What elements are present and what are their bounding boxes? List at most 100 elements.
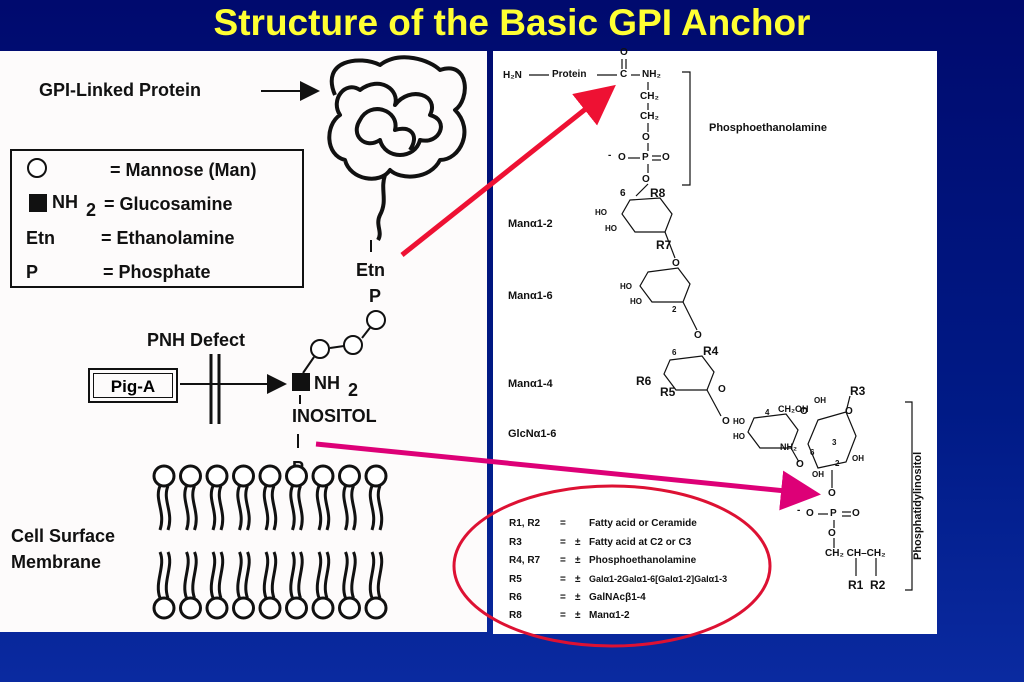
linkage-man-a1-6: Manα1-6 xyxy=(508,290,553,302)
lipid-tail xyxy=(183,485,190,531)
chem-ch2-b: CH₂ xyxy=(640,111,659,122)
ring4-o-link: O xyxy=(722,416,730,427)
r-legend-desc-2: Fatty acid at C2 or C3 xyxy=(589,537,692,548)
lipid-tail xyxy=(209,551,217,599)
chem-o-4: O xyxy=(642,174,650,185)
lipid-head xyxy=(338,596,361,620)
r-group-legend-ellipse xyxy=(452,484,772,648)
r-legend-pm-4: ± xyxy=(575,574,581,585)
gpi-linked-protein-label: GPI-Linked Protein xyxy=(39,80,202,100)
linkage-man-a1-2: Manα1-2 xyxy=(508,218,553,230)
pi-p: P xyxy=(830,508,837,519)
lipid-tail xyxy=(156,551,164,599)
chem-carbonyl-c: C xyxy=(620,69,628,80)
lipid-tail xyxy=(236,485,243,531)
r-legend-desc-3: Phosphoethanolamine xyxy=(589,555,697,566)
lipid-tail xyxy=(289,551,296,599)
lipid-tail xyxy=(315,551,323,599)
r-legend-desc-6: Manα1-2 xyxy=(589,610,630,621)
lipid-tail xyxy=(262,485,270,531)
left-schematic-panel xyxy=(0,51,487,632)
r-legend-eq-2: = xyxy=(560,537,566,548)
linkage-glcn-a1-6: GlcNα1-6 xyxy=(508,428,557,440)
glycerol-r2: R2 xyxy=(870,578,886,592)
r-legend-desc-4: Galα1-2Galα1-6[Galα1-2]Galα1-3 xyxy=(589,574,728,584)
lipid-tail xyxy=(183,551,190,599)
lipid-head xyxy=(285,464,308,488)
etn-label: Etn xyxy=(356,260,385,280)
lipid-tail xyxy=(368,551,376,599)
ring4-num4: 4 xyxy=(765,408,770,417)
legend-nh-term: NH xyxy=(52,192,78,212)
r-legend-r3: R3 xyxy=(509,537,522,548)
ring1-num6: 6 xyxy=(620,188,626,199)
lipid-tail xyxy=(244,485,251,531)
ring4-ch2oh: CH₂OH xyxy=(778,404,809,414)
r-legend-r5: R5 xyxy=(509,574,522,585)
lipid-head xyxy=(364,464,388,488)
r-legend-desc-5: GalNAcβ1-4 xyxy=(589,592,646,603)
lipid-tail xyxy=(217,551,225,599)
inositol-r3: R3 xyxy=(850,384,866,398)
inositol-num3: 3 xyxy=(832,438,837,447)
lipid-head xyxy=(258,596,282,620)
lipid-tail xyxy=(262,551,270,599)
lipid-tail xyxy=(209,485,217,531)
r-legend-pm-5: ± xyxy=(575,592,581,603)
lipid-tail xyxy=(236,551,243,599)
r-legend-eq-4: = xyxy=(560,574,566,585)
lipid-tail xyxy=(323,485,331,531)
lipid-tail xyxy=(342,551,349,599)
ring1-o-link: O xyxy=(672,258,680,269)
chem-amide-nh2: NH₂ xyxy=(642,69,661,80)
ring3-r4: R4 xyxy=(703,344,719,358)
lipid-tail xyxy=(191,551,198,599)
legend-glucosamine-symbol xyxy=(29,194,47,212)
magenta-arrow-to-phosphatidylinositol xyxy=(315,441,821,511)
mannose-chain xyxy=(302,310,386,374)
ring3-r5: R5 xyxy=(660,385,676,399)
ring1-r8: R8 xyxy=(650,186,666,200)
lipid-head xyxy=(179,464,202,488)
r-legend-eq-1: = xyxy=(560,518,566,529)
lipid-tail xyxy=(270,485,278,531)
r-legend-r1r2: R1, R2 xyxy=(509,518,541,529)
lipid-head xyxy=(311,596,335,620)
lipid-head xyxy=(258,464,282,488)
lipid-head xyxy=(205,464,229,488)
chem-carbonyl-o: O xyxy=(620,47,628,58)
ring3-num6: 6 xyxy=(672,348,677,357)
inositol-o-top: O xyxy=(800,406,808,417)
pi-o-left: O xyxy=(806,508,814,519)
chem-o-3: O xyxy=(662,152,670,163)
pi-o-right: O xyxy=(852,508,860,519)
pig-a-label: Pig-A xyxy=(93,373,173,398)
protein-coil xyxy=(327,55,467,242)
lipid-tail xyxy=(376,551,384,599)
r-legend-pm-2: ± xyxy=(575,537,581,548)
lipid-bilayer xyxy=(152,464,388,620)
lipid-tail xyxy=(217,485,225,531)
lipid-head xyxy=(152,596,176,620)
lipid-tail xyxy=(270,551,278,599)
ring2-ho-a: HO xyxy=(620,282,632,291)
inositol-num6: 6 xyxy=(810,448,815,457)
r-legend-r8: R8 xyxy=(509,610,522,621)
lipid-tail xyxy=(342,485,349,531)
r-legend-r6: R6 xyxy=(509,592,522,603)
slide-title: Structure of the Basic GPI Anchor xyxy=(213,2,811,43)
legend-glucosamine: = Glucosamine xyxy=(104,194,233,214)
ring2-o-link: O xyxy=(694,330,702,341)
lipid-head xyxy=(205,596,229,620)
r-legend-r4r7: R4, R7 xyxy=(509,555,541,566)
lipid-head xyxy=(152,464,176,488)
ring1-ho-a: HO xyxy=(595,208,607,217)
linkage-man-a1-4: Manα1-4 xyxy=(508,378,553,390)
pig-a-box: Pig-A xyxy=(88,368,178,403)
lipid-head xyxy=(232,464,255,488)
red-arrow-to-phosphoethanolamine xyxy=(400,84,616,257)
glucosamine-nh-label: NH xyxy=(314,373,340,393)
lipid-tail xyxy=(350,551,357,599)
r-legend-pm-3: ± xyxy=(575,555,581,566)
